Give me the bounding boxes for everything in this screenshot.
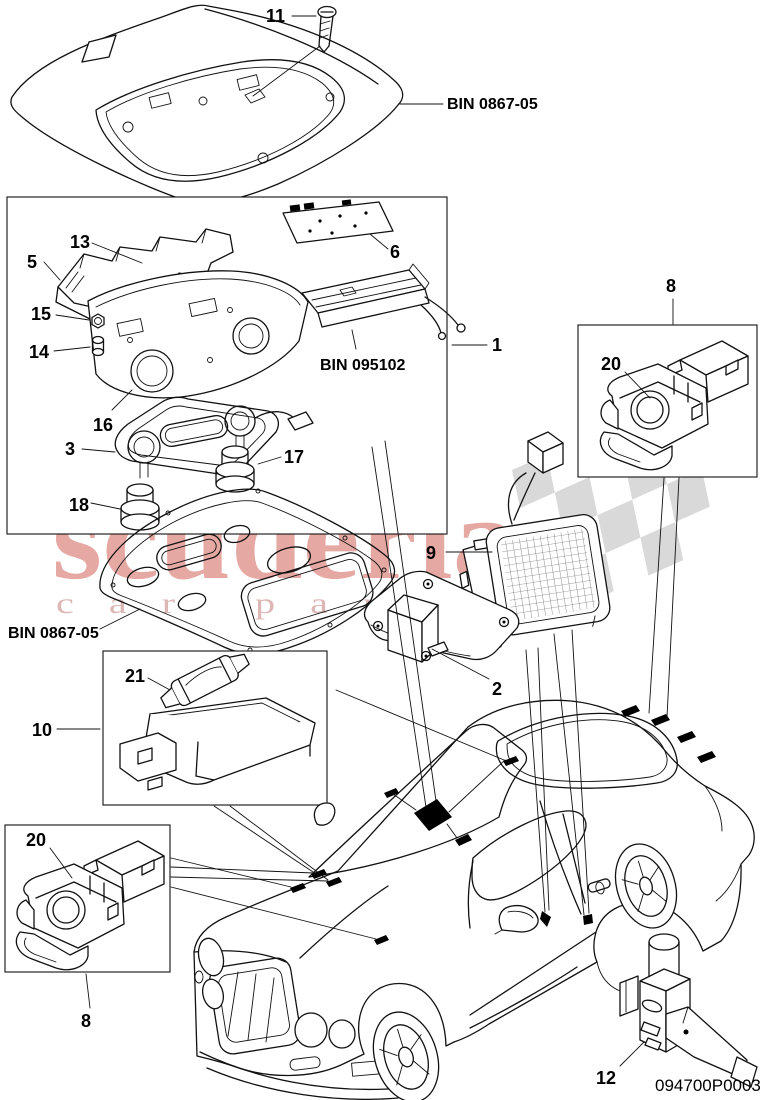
callout-9: 9 bbox=[426, 543, 436, 563]
callout-8-left: 8 bbox=[81, 1011, 91, 1031]
callout-12: 12 bbox=[596, 1068, 616, 1088]
nut bbox=[55, 313, 105, 329]
labels: 11 BIN 0867-05 13 5 15 14 6 BIN 095102 1… bbox=[8, 6, 761, 1095]
callout-18: 18 bbox=[69, 495, 89, 515]
callout-21: 21 bbox=[125, 666, 145, 686]
callout-6: 6 bbox=[390, 242, 400, 262]
headlight bbox=[328, 1019, 356, 1049]
small-bulb bbox=[53, 335, 105, 357]
bin-label-panel: BIN 0867-05 bbox=[8, 625, 99, 642]
mount-plate bbox=[363, 570, 520, 680]
far-door-mirror bbox=[313, 802, 336, 826]
console-housing bbox=[87, 270, 309, 411]
rear-wheel bbox=[614, 843, 678, 929]
festoon-bulb bbox=[160, 653, 250, 709]
grille bbox=[208, 957, 302, 1055]
callout-8-right: 8 bbox=[666, 276, 676, 296]
callout-11: 11 bbox=[266, 6, 285, 26]
assembly-box-1 bbox=[6, 196, 488, 535]
door-handle bbox=[587, 878, 611, 893]
callout-14: 14 bbox=[29, 342, 49, 362]
roof-console-housing bbox=[10, 4, 404, 205]
callout-1: 1 bbox=[492, 335, 502, 355]
boot-lamp-housing bbox=[119, 697, 316, 791]
door-switch bbox=[619, 933, 758, 1088]
screw-11 bbox=[291, 5, 337, 53]
rear-window bbox=[495, 712, 678, 789]
callout-2: 2 bbox=[492, 679, 502, 699]
headlight bbox=[201, 978, 225, 1010]
headlight bbox=[197, 937, 225, 977]
bin-label-top: BIN 0867-05 bbox=[447, 96, 538, 113]
callout-20-left: 20 bbox=[26, 830, 46, 850]
drawing-code: 094700P0003 bbox=[655, 1076, 761, 1095]
boot-light-box bbox=[56, 650, 328, 806]
callout-15: 15 bbox=[31, 304, 51, 324]
lamp-unit-box-right bbox=[577, 298, 758, 478]
callout-16: 16 bbox=[93, 415, 113, 435]
spot-lamp-left bbox=[120, 483, 160, 531]
callout-13: 13 bbox=[70, 232, 90, 252]
callout-20-right: 20 bbox=[601, 354, 621, 374]
spot-lamp-right bbox=[215, 445, 255, 493]
locator-lines bbox=[170, 440, 680, 1067]
car-outline bbox=[193, 699, 755, 1100]
callout-17: 17 bbox=[284, 447, 304, 467]
windshield bbox=[308, 723, 528, 878]
callout-3: 3 bbox=[65, 439, 75, 459]
side-window bbox=[471, 810, 587, 901]
luggage-grille-lamp bbox=[459, 431, 611, 648]
front-wheel bbox=[372, 1011, 440, 1100]
location-markers bbox=[290, 705, 716, 945]
headlight bbox=[294, 1012, 328, 1048]
circuit-board bbox=[282, 199, 394, 250]
callout-10: 10 bbox=[32, 720, 52, 740]
headliner-trim-panel bbox=[99, 488, 396, 655]
lamp-unit-box-left bbox=[4, 824, 171, 1009]
bin-label-module: BIN 095102 bbox=[320, 357, 405, 374]
callout-5: 5 bbox=[27, 252, 37, 272]
